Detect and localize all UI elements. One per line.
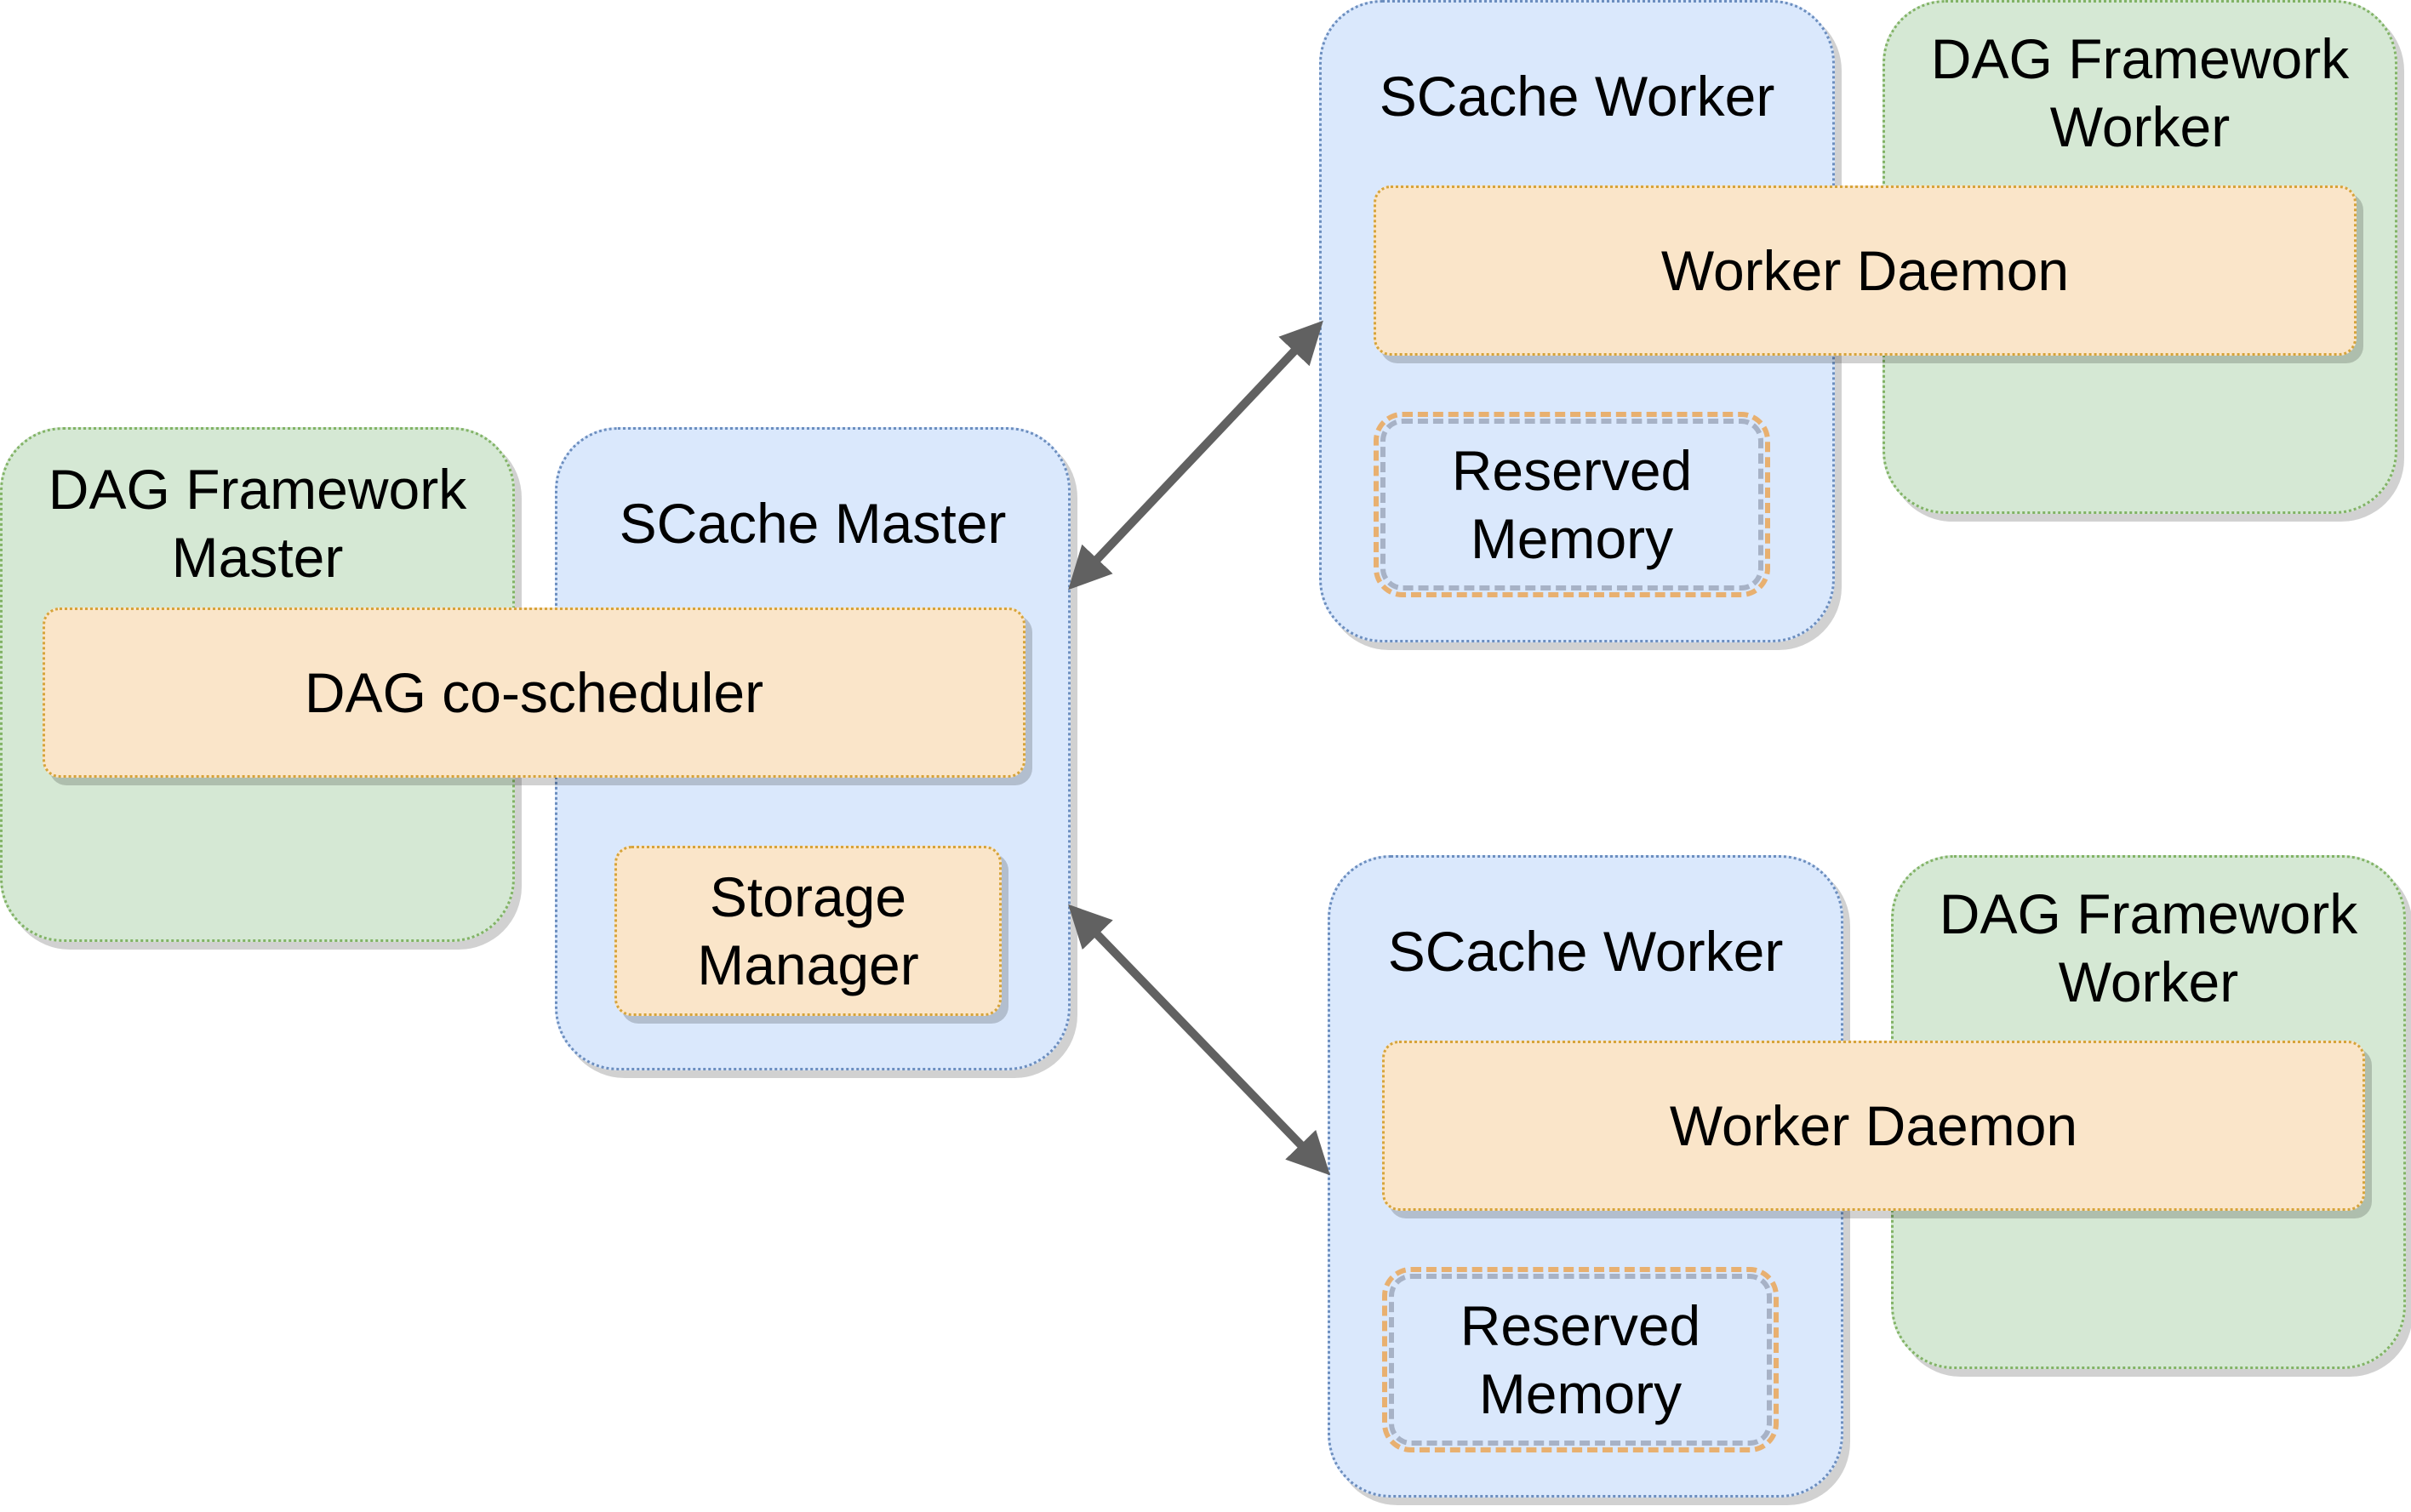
worker-daemon-box-bottom: Worker Daemon — [1382, 1041, 2365, 1211]
arrow-master-to-bottom-worker — [1068, 904, 1330, 1176]
dag-co-scheduler-box: DAG co-scheduler — [43, 608, 1026, 778]
scache-worker-label-bottom: SCache Worker — [1387, 920, 1784, 983]
scache-master-label: SCache Master — [619, 492, 1007, 555]
scache-worker-label-top: SCache Worker — [1379, 65, 1775, 128]
dag-framework-worker-label-bottom: DAG Framework Worker — [1939, 882, 2358, 1013]
storage-manager-box: Storage Manager — [614, 846, 1002, 1016]
dag-framework-worker-label-top: DAG Framework Worker — [1930, 27, 2350, 158]
reserved-memory-box-top: Reserved Memory — [1374, 412, 1770, 597]
arrow-master-to-top-worker — [1068, 320, 1323, 591]
dag-framework-master-label: DAG Framework Master — [48, 458, 467, 589]
worker-daemon-box-top: Worker Daemon — [1374, 185, 2357, 356]
reserved-memory-box-bottom: Reserved Memory — [1382, 1267, 1779, 1452]
